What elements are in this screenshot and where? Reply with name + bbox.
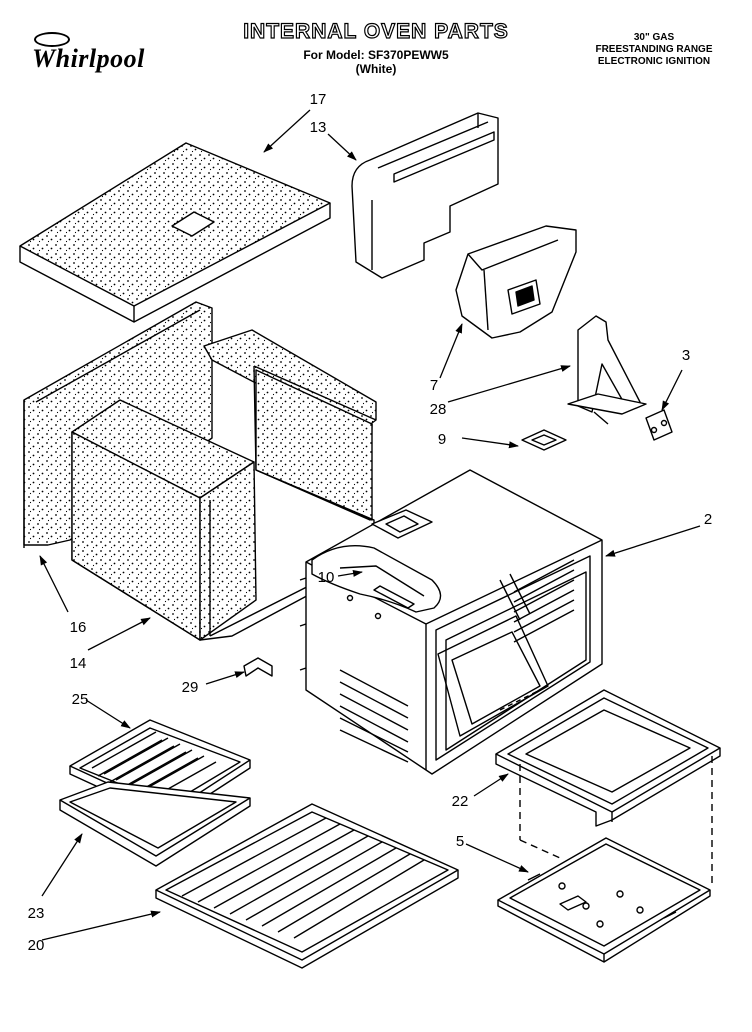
leader-lines (39, 109, 701, 941)
gasket (521, 429, 567, 451)
spec-line-ignition: ELECTRONIC IGNITION (597, 56, 711, 67)
range-spec: 30" GAS FREESTANDING RANGE ELECTRONIC IG… (572, 32, 736, 68)
callout-9: 9 (438, 431, 446, 448)
callout-2: 2 (704, 511, 712, 528)
heat-shield (311, 545, 442, 613)
retainer-clip (243, 657, 273, 677)
callout-17: 17 (310, 91, 327, 108)
callout-23: 23 (28, 905, 45, 922)
header: Whirlpool INTERNAL OVEN PARTS For Model:… (0, 0, 752, 80)
color-line: (White) (355, 62, 397, 76)
callout-3: 3 (682, 347, 690, 364)
wrap-insulation (71, 399, 375, 641)
model-info: For Model: SF370PEWW5 (White) (260, 48, 492, 76)
callout-7: 7 (430, 377, 438, 394)
callout-28: 28 (430, 401, 447, 418)
vent-duct (351, 112, 499, 279)
bottom-frame (495, 689, 721, 827)
mounting-plate (645, 409, 673, 441)
page-title: INTERNAL OVEN PARTS (243, 19, 509, 43)
oven-bottom-pan (497, 837, 711, 963)
oven-rack (155, 803, 459, 969)
callout-16: 16 (70, 619, 87, 636)
callout-14: 14 (70, 655, 87, 672)
callout-10: 10 (318, 569, 335, 586)
callout-29: 29 (182, 679, 199, 696)
logo-swirl-icon (34, 32, 70, 47)
spec-line-range: FREESTANDING RANGE (595, 44, 713, 55)
callout-20: 20 (28, 937, 45, 954)
burner-bracket (567, 315, 647, 425)
callout-22: 22 (452, 793, 469, 810)
model-line: For Model: SF370PEWW5 (303, 48, 449, 62)
assembly-guide-lines (519, 756, 713, 888)
callout-13: 13 (310, 119, 327, 136)
brand-name: Whirlpool (32, 44, 145, 73)
callout-5: 5 (456, 833, 464, 850)
callout-25: 25 (72, 691, 89, 708)
burner-cover (455, 225, 577, 339)
top-insulation-pad (19, 142, 331, 323)
spec-line-gas: 30" GAS (633, 32, 675, 43)
whirlpool-logo: Whirlpool (28, 30, 154, 74)
oven-cavity (299, 469, 603, 775)
broiler-pan (59, 781, 251, 867)
